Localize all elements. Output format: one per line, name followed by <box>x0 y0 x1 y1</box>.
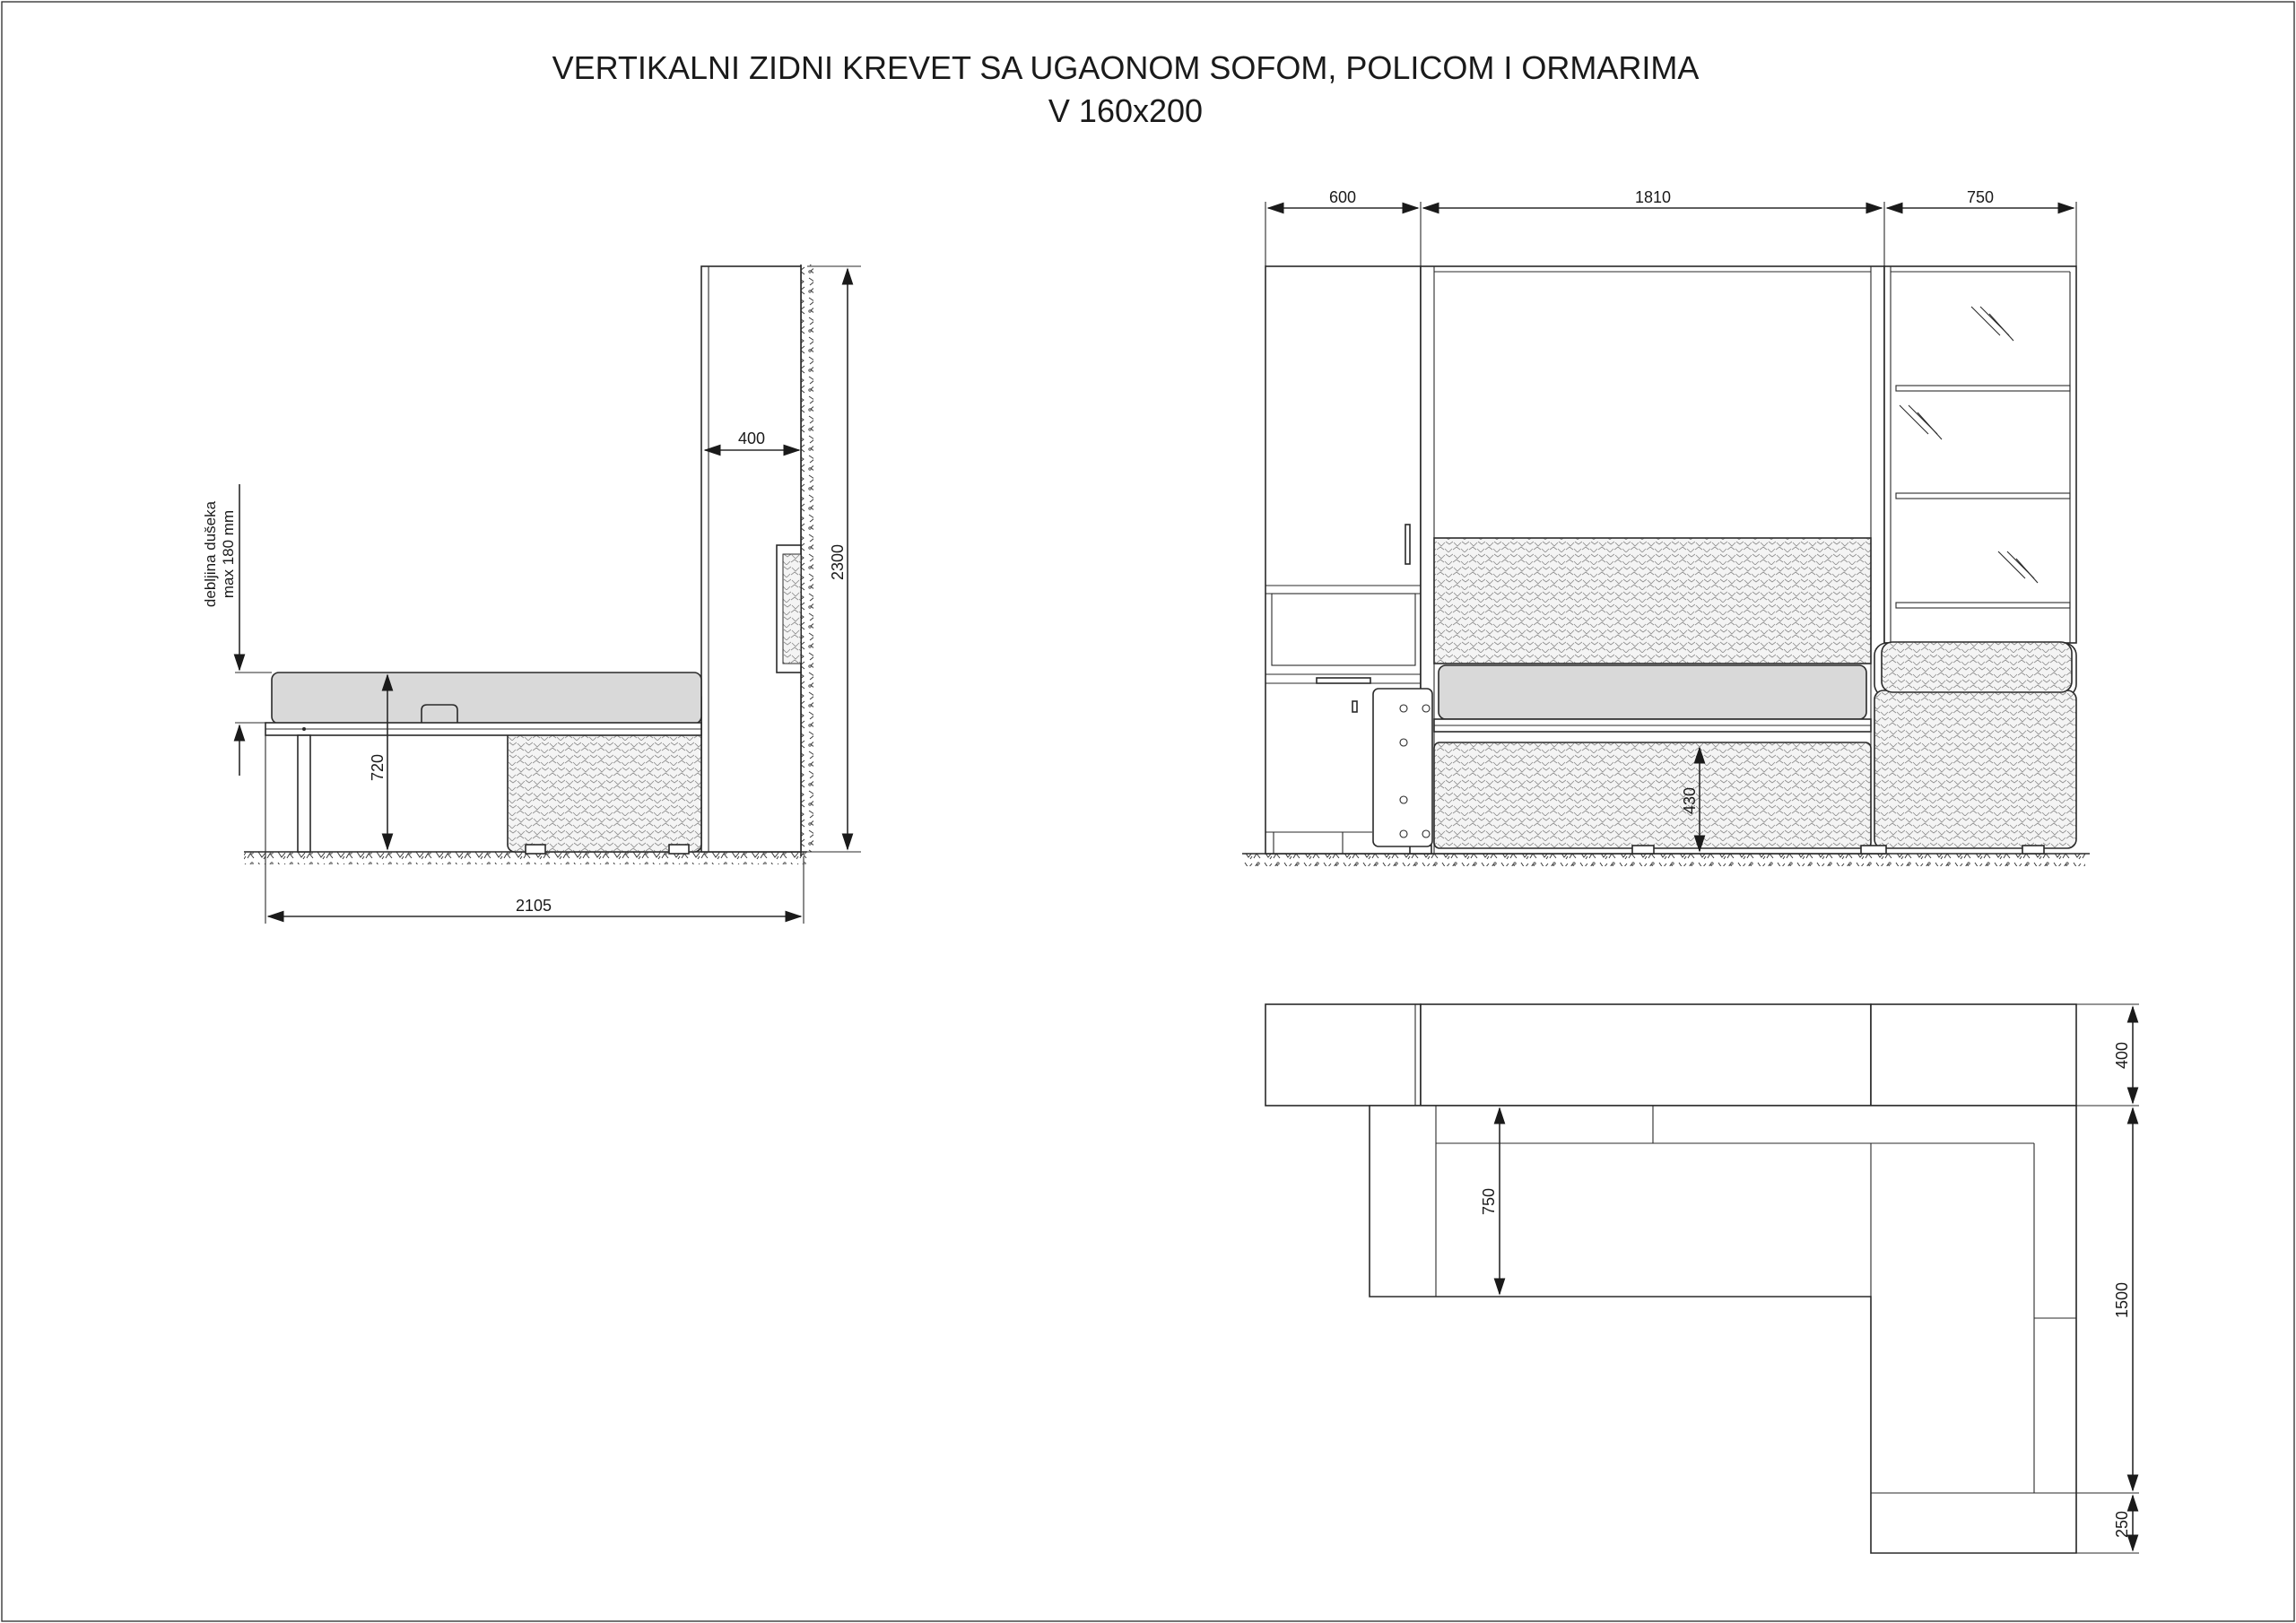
right-shelf-unit <box>1883 265 2077 644</box>
front-floor-hatch <box>1242 854 2085 866</box>
wardrobe-niche <box>1271 593 1416 666</box>
wall-hatch <box>801 265 813 852</box>
mattress-front <box>1438 664 1867 720</box>
dim-250-label: 250 <box>2113 1511 2131 1538</box>
sofa-seat-front <box>1433 742 1872 849</box>
dim-1500-label: 1500 <box>2113 1282 2131 1318</box>
dim-2105-label: 2105 <box>516 897 552 915</box>
dim-400-side-label: 400 <box>738 430 765 447</box>
dim-400-plan-label: 400 <box>2113 1042 2131 1069</box>
corner-sofa-seat <box>1874 690 2077 849</box>
front-view: 600 1810 750 <box>1242 188 2090 866</box>
drawing-subtitle: V 160x200 <box>1048 92 1203 129</box>
headboard-panel <box>1433 537 1872 664</box>
dim-750-front-label: 750 <box>1967 188 1994 206</box>
bed-pull-handle <box>421 704 458 723</box>
drawer-pull <box>1316 677 1371 684</box>
bed-leg <box>297 734 311 853</box>
plan-view: 750 400 1500 250 <box>1265 1003 2139 1554</box>
plan-sofa-outline <box>1369 1105 2077 1554</box>
dim-1810-label: 1810 <box>1635 188 1671 206</box>
dim-600-label: 600 <box>1329 188 1356 206</box>
plan-bed-housing <box>1420 1003 1872 1107</box>
wardrobe-door-handle <box>1405 524 1411 565</box>
floor-hatch <box>244 852 807 864</box>
plan-left-cabinet <box>1265 1003 1422 1107</box>
plan-shelf-unit <box>1870 1003 2077 1107</box>
mattress-side <box>271 672 702 725</box>
cabinet-knob <box>1352 700 1358 713</box>
drawing-title: VERTIKALNI ZIDNI KREVET SA UGAONOM SOFOM… <box>552 49 1700 86</box>
dim-430-label: 430 <box>1681 787 1699 814</box>
mattress-note-line2: max 180 mm <box>220 510 237 598</box>
bed-side-panel <box>1372 688 1433 847</box>
glass-reflection-icon <box>1899 306 2039 584</box>
dim-750-plan-label: 750 <box>1480 1188 1498 1215</box>
side-view: 2300 400 720 debljina dušeka max 180 mm … <box>202 265 861 924</box>
mattress-note-line1: debljina dušeka <box>202 500 219 607</box>
dim-2300-label: 2300 <box>829 544 847 580</box>
dim-720-label: 720 <box>369 754 387 781</box>
